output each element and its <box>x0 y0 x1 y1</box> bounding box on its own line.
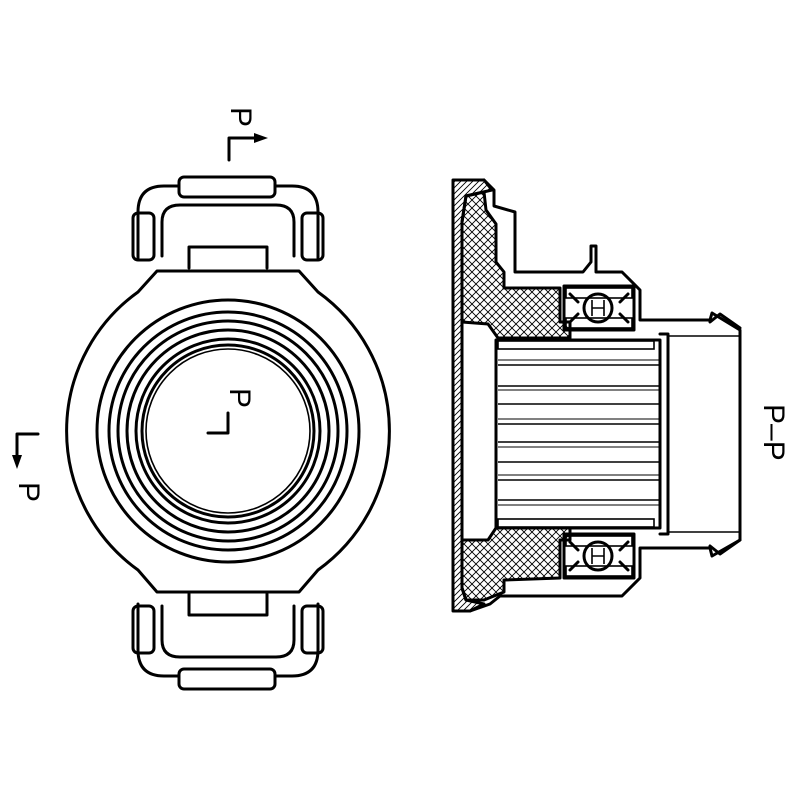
section-letter-left: P <box>12 482 45 502</box>
housing-outline-lower <box>468 594 562 613</box>
lower-bearing <box>562 532 636 580</box>
clip-tab-top <box>708 312 742 330</box>
top-tab-inner <box>160 203 296 258</box>
bottom-tab-inner <box>160 604 296 659</box>
section-letter-center: P <box>223 388 256 408</box>
guide-sleeve <box>494 332 740 536</box>
bearing-ring-2 <box>107 310 349 552</box>
housing-body <box>460 190 572 340</box>
section-letter-top: P <box>224 107 257 127</box>
housing-lower <box>460 526 572 602</box>
flange-body <box>65 269 391 594</box>
bottom-right-pad <box>300 604 325 655</box>
bearing-ring-outer <box>95 298 361 564</box>
bottom-tab-outline <box>136 602 320 678</box>
bore-ring-inner <box>140 343 316 519</box>
section-view <box>451 178 742 613</box>
upper-ball <box>582 292 614 324</box>
top-left-pad <box>131 211 156 262</box>
housing-outline-upper <box>482 178 742 598</box>
upper-bearing <box>562 284 636 332</box>
section-marker-left: P <box>12 432 45 502</box>
lower-ball <box>582 540 614 572</box>
section-marker-center: P <box>206 388 256 435</box>
bottom-slot <box>187 592 269 617</box>
bottom-clip <box>177 667 277 691</box>
section-marker-top: P <box>224 107 268 162</box>
bore-ring <box>134 337 322 525</box>
spline-lines <box>498 364 660 501</box>
bearing-ring-4 <box>125 328 331 534</box>
section-view-title: P–P <box>757 404 790 461</box>
top-slot <box>187 245 269 270</box>
bore-chamfer <box>145 348 311 514</box>
front-view <box>65 175 391 691</box>
top-right-pad <box>300 211 325 262</box>
top-clip <box>177 175 277 199</box>
bearing-ring-3 <box>116 319 340 543</box>
bottom-left-pad <box>131 604 156 655</box>
clip-tab-bottom <box>708 538 742 556</box>
